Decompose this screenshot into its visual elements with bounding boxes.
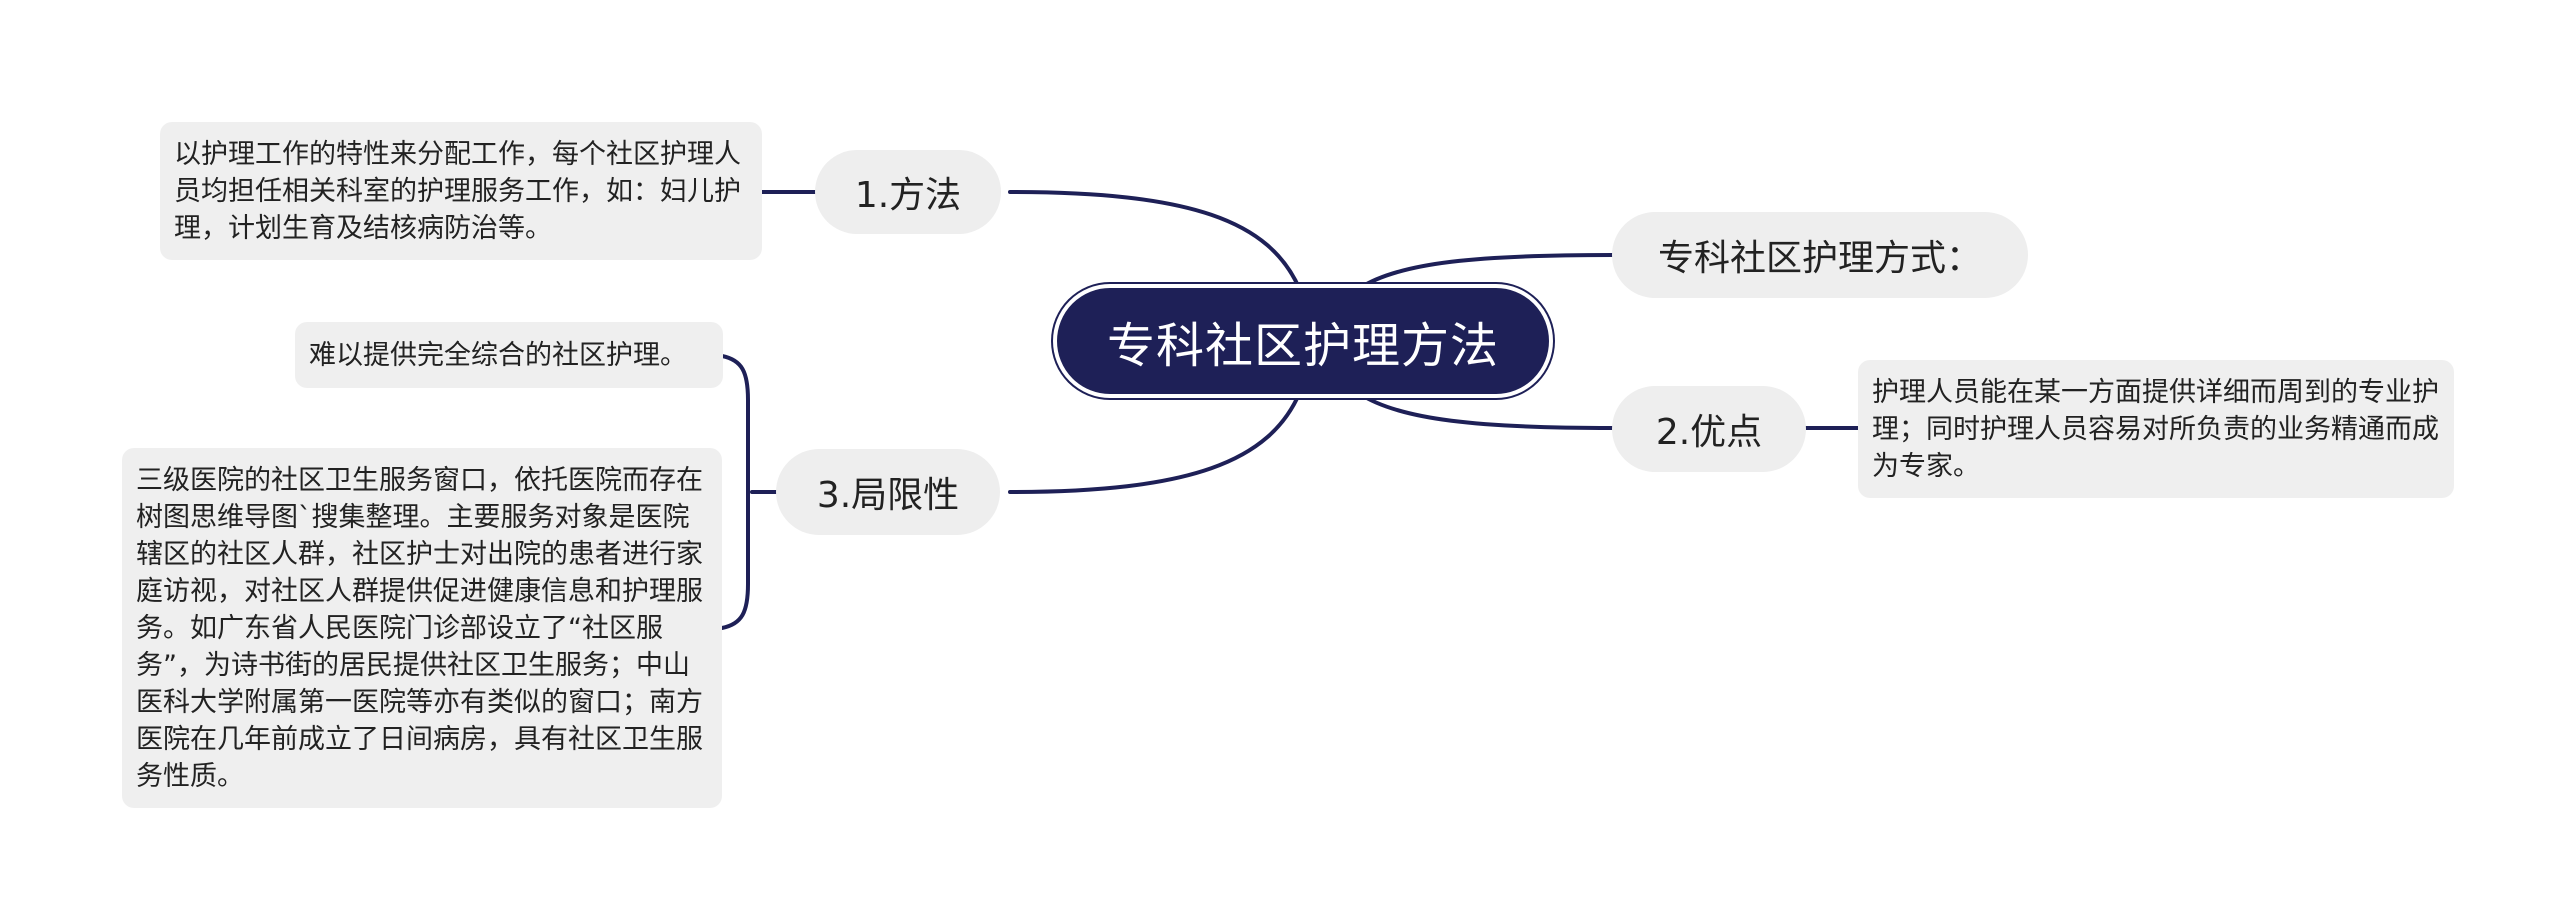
root-topic-label: 专科社区护理方法	[1106, 318, 1499, 374]
connector-root-advantage	[1358, 392, 1614, 430]
root-topic[interactable]: 专科社区护理方法	[1053, 284, 1553, 398]
leaf-advantage-detail[interactable]: 护理人员能在某一方面提供详细而周到的专业护理；同时护理人员容易对所负责的业务精通…	[1858, 360, 2454, 498]
branch-mode-label: 专科社区护理方式：	[1657, 238, 1982, 279]
branch-limitation-label: 3.局限性	[816, 475, 960, 516]
connector-root-method	[1008, 190, 1302, 292]
branch-advantage-label: 2.优点	[1655, 412, 1763, 453]
connector-limitation-bracket	[720, 354, 778, 630]
connector-root-limitation	[1008, 390, 1302, 494]
branch-method[interactable]: 1.方法	[815, 150, 1001, 234]
leaf-advantage-detail-text: 护理人员能在某一方面提供详细而周到的专业护理；同时护理人员容易对所负责的业务精通…	[1872, 376, 2439, 482]
branch-advantage[interactable]: 2.优点	[1612, 386, 1806, 472]
leaf-limitation-short[interactable]: 难以提供完全综合的社区护理。	[295, 322, 723, 388]
leaf-limitation-long[interactable]: 三级医院的社区卫生服务窗口，依托医院而存在树图思维导图`搜集整理。主要服务对象是…	[122, 448, 722, 808]
branch-mode[interactable]: 专科社区护理方式：	[1612, 212, 2028, 298]
branch-method-label: 1.方法	[854, 175, 962, 216]
leaf-method-detail[interactable]: 以护理工作的特性来分配工作，每个社区护理人员均担任相关科室的护理服务工作，如：妇…	[160, 122, 762, 260]
connector-root-mode	[1358, 253, 1614, 290]
leaf-limitation-long-text: 三级医院的社区卫生服务窗口，依托医院而存在树图思维导图`搜集整理。主要服务对象是…	[136, 464, 703, 792]
branch-limitation[interactable]: 3.局限性	[776, 449, 1000, 535]
leaf-limitation-short-text: 难以提供完全综合的社区护理。	[309, 339, 687, 371]
leaf-method-detail-text: 以护理工作的特性来分配工作，每个社区护理人员均担任相关科室的护理服务工作，如：妇…	[174, 138, 741, 244]
